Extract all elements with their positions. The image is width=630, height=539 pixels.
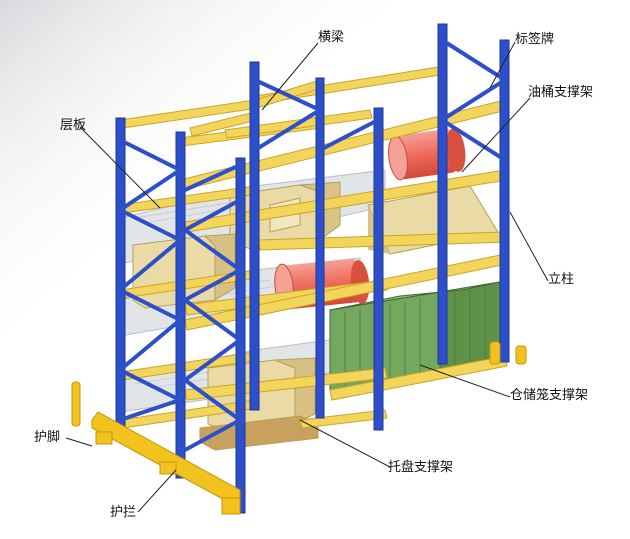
label-tag: 标签牌: [515, 32, 555, 47]
label-upright: 立柱: [548, 272, 575, 287]
guard-rails: [71, 341, 527, 515]
label-guard-rail: 护拦: [110, 505, 137, 520]
label-drum-support: 油桶支撑架: [528, 85, 594, 100]
label-beam: 横梁: [318, 30, 345, 45]
leader-lines: [65, 41, 549, 513]
bracing: [116, 38, 509, 452]
uprights: [115, 23, 510, 514]
label-cage-support: 仓储笼支撑架: [510, 388, 589, 403]
label-pallet-support: 托盘支撑架: [388, 460, 454, 475]
label-foot-guard: 护脚: [34, 430, 61, 445]
label-shelf: 层板: [60, 118, 87, 133]
